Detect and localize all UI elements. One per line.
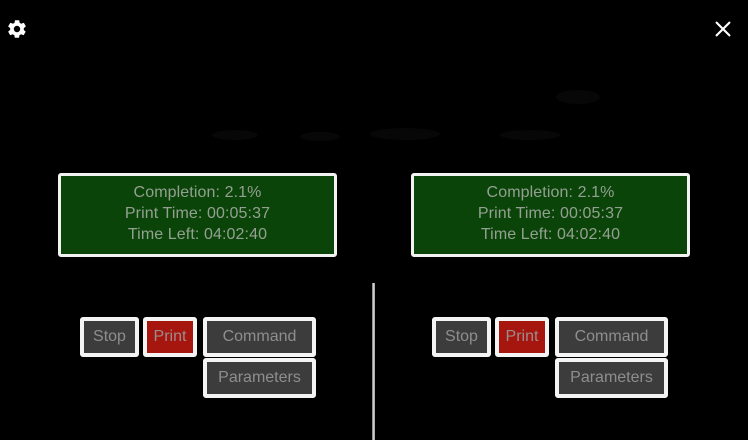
status-print-time: Print Time: 00:05:37 bbox=[124, 205, 271, 222]
command-button[interactable]: Command bbox=[555, 317, 668, 357]
command-button[interactable]: Command bbox=[203, 317, 316, 357]
command-button-label: Command bbox=[222, 328, 297, 345]
gear-icon bbox=[6, 18, 28, 40]
stop-button-label: Stop bbox=[93, 328, 126, 345]
close-icon bbox=[712, 18, 734, 40]
stop-button[interactable]: Stop bbox=[432, 317, 491, 357]
command-button-label: Command bbox=[574, 328, 649, 345]
parameters-button-label: Parameters bbox=[570, 369, 653, 386]
parameters-button[interactable]: Parameters bbox=[203, 358, 316, 398]
status-print-time: Print Time: 00:05:37 bbox=[477, 205, 624, 222]
print-button[interactable]: Print bbox=[143, 317, 197, 357]
status-completion: Completion: 2.1% bbox=[486, 184, 615, 201]
stop-button[interactable]: Stop bbox=[80, 317, 139, 357]
print-button-label: Print bbox=[153, 328, 187, 345]
printer-pane-left: Completion: 2.1% Print Time: 00:05:37 Ti… bbox=[58, 173, 337, 398]
settings-gear-button[interactable] bbox=[2, 14, 32, 44]
status-panel: Completion: 2.1% Print Time: 00:05:37 Ti… bbox=[411, 173, 690, 257]
status-time-left: Time Left: 04:02:40 bbox=[480, 226, 621, 243]
parameters-button-label: Parameters bbox=[218, 369, 301, 386]
status-panel: Completion: 2.1% Print Time: 00:05:37 Ti… bbox=[58, 173, 337, 257]
pane-divider bbox=[372, 283, 375, 440]
status-completion: Completion: 2.1% bbox=[133, 184, 262, 201]
stop-button-label: Stop bbox=[445, 328, 478, 345]
close-button[interactable] bbox=[707, 13, 739, 45]
parameters-button[interactable]: Parameters bbox=[555, 358, 668, 398]
print-button[interactable]: Print bbox=[495, 317, 549, 357]
printer-pane-right: Completion: 2.1% Print Time: 00:05:37 Ti… bbox=[374, 0, 748, 440]
print-button-label: Print bbox=[505, 328, 539, 345]
status-time-left: Time Left: 04:02:40 bbox=[127, 226, 268, 243]
